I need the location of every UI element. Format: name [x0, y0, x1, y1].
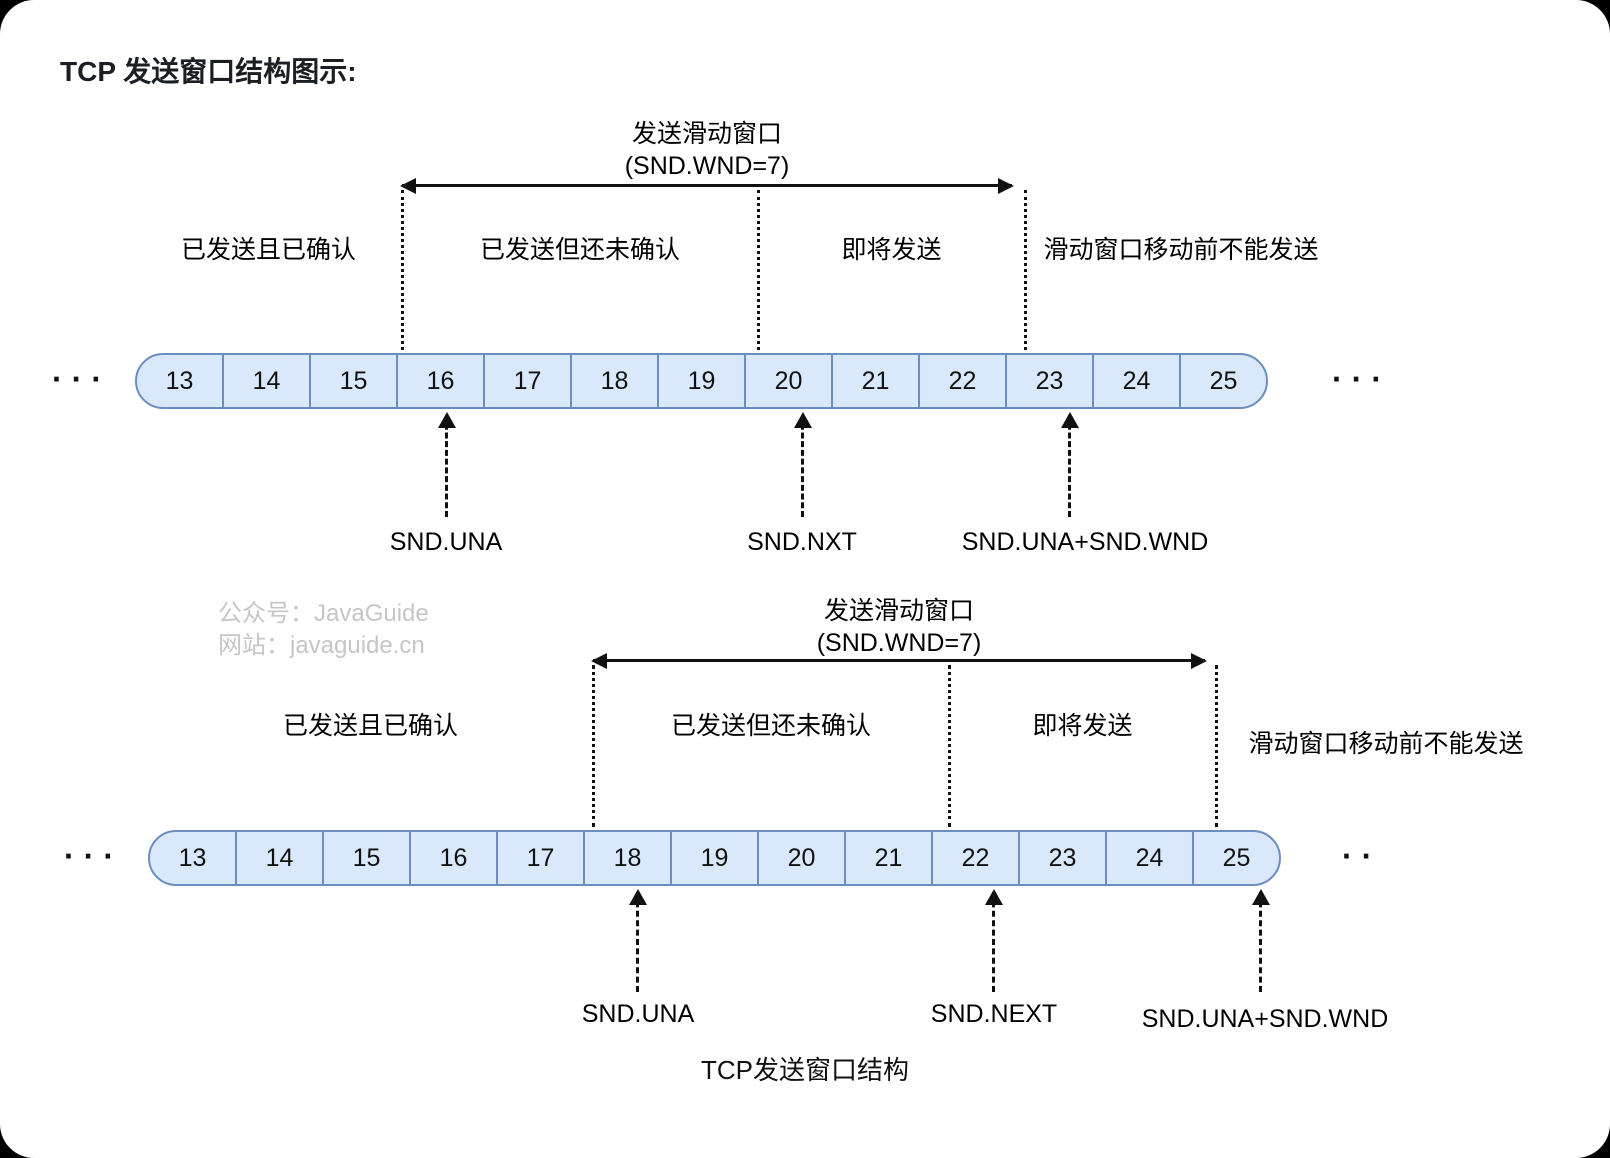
snd-nxt-label: SND.NXT: [747, 528, 857, 556]
region-label-acked: 已发送且已确认: [180, 236, 356, 264]
snd-una-label: SND.UNA: [389, 528, 503, 556]
region-label-unacked: 已发送但还未确认: [479, 236, 680, 264]
snd-next-label: SND.NEXT: [930, 1000, 1058, 1028]
left-ellipsis: ···: [52, 361, 111, 397]
snd-una-pointer-arrow: [629, 889, 647, 992]
watermark: 公众号：JavaGuide 网站：javaguide.cn: [218, 598, 429, 662]
send-window-label-line2: (SND.WND=7): [624, 152, 790, 180]
window-left-boundary-line: [592, 665, 595, 827]
sequence-row: 13 14 15 16 17 18 19 20 21 22 23 24 25: [135, 353, 1268, 409]
send-window-label: 发送滑动窗口 (SND.WND=7): [593, 595, 1205, 659]
snd-una-label: SND.UNA: [581, 1000, 695, 1028]
sequence-cell: 13: [148, 830, 237, 886]
sequence-cell: 23: [1005, 353, 1094, 409]
sequence-cell: 14: [235, 830, 324, 886]
sequence-cell: 16: [409, 830, 498, 886]
region-label-unacked: 已发送但还未确认: [670, 712, 871, 740]
figure-caption: TCP发送窗口结构: [700, 1055, 909, 1085]
region-label-to-send: 即将发送: [1032, 712, 1133, 740]
snd-nxt-pointer-arrow: [794, 412, 812, 517]
sequence-cell: 22: [918, 353, 1007, 409]
send-window-label-line1: 发送滑动窗口: [823, 597, 974, 625]
sequence-cell: 18: [583, 830, 672, 886]
watermark-line2: 网站：javaguide.cn: [218, 632, 425, 659]
sequence-cell: 16: [396, 353, 485, 409]
sequence-cell: 19: [657, 353, 746, 409]
window-right-boundary-line: [1215, 665, 1218, 827]
right-ellipsis: ··: [1342, 838, 1382, 874]
right-ellipsis: ···: [1332, 361, 1391, 397]
sequence-cell: 17: [483, 353, 572, 409]
sequence-cell: 15: [322, 830, 411, 886]
sequence-cell: 23: [1018, 830, 1107, 886]
snd-una-wnd-pointer-arrow: [1252, 889, 1270, 992]
sequence-cell: 14: [222, 353, 311, 409]
sequence-cell: 24: [1105, 830, 1194, 886]
region-label-to-send: 即将发送: [841, 236, 942, 264]
send-window-span-arrow: [402, 184, 1012, 187]
region-label-acked: 已发送且已确认: [282, 712, 458, 740]
snd-una-wnd-label: SND.UNA+SND.WND: [1141, 1005, 1389, 1033]
region-label-blocked: 滑动窗口移动前不能发送: [1043, 236, 1319, 264]
watermark-line1: 公众号：JavaGuide: [218, 600, 429, 627]
sequence-cell: 19: [670, 830, 759, 886]
sequence-cell: 24: [1092, 353, 1181, 409]
sequence-cell: 25: [1192, 830, 1281, 886]
snd-next-pointer-arrow: [985, 889, 1003, 992]
sequence-cell: 15: [309, 353, 398, 409]
window-right-boundary-line: [1024, 190, 1027, 350]
sequence-cell: 20: [757, 830, 846, 886]
sequence-cell: 20: [744, 353, 833, 409]
send-window-label: 发送滑动窗口 (SND.WND=7): [402, 118, 1012, 182]
region-label-blocked: 滑动窗口移动前不能发送: [1248, 730, 1524, 758]
window-left-boundary-line: [401, 190, 404, 350]
snd-nxt-boundary-line: [948, 665, 951, 827]
sequence-cell: 13: [135, 353, 224, 409]
left-ellipsis: ···: [64, 838, 123, 874]
sequence-row: 13 14 15 16 17 18 19 20 21 22 23 24 25: [148, 830, 1281, 886]
send-window-label-line1: 发送滑动窗口: [631, 120, 782, 148]
send-window-span-arrow: [593, 659, 1205, 662]
page-title: TCP 发送窗口结构图示:: [60, 56, 357, 87]
sequence-cell: 21: [831, 353, 920, 409]
sequence-cell: 21: [844, 830, 933, 886]
sequence-cell: 25: [1179, 353, 1268, 409]
snd-una-wnd-pointer-arrow: [1061, 412, 1079, 517]
sequence-cell: 22: [931, 830, 1020, 886]
sequence-cell: 18: [570, 353, 659, 409]
snd-una-wnd-label: SND.UNA+SND.WND: [961, 528, 1209, 556]
snd-una-pointer-arrow: [438, 412, 456, 517]
snd-nxt-boundary-line: [757, 190, 760, 350]
sequence-cell: 17: [496, 830, 585, 886]
send-window-label-line2: (SND.WND=7): [816, 629, 982, 657]
